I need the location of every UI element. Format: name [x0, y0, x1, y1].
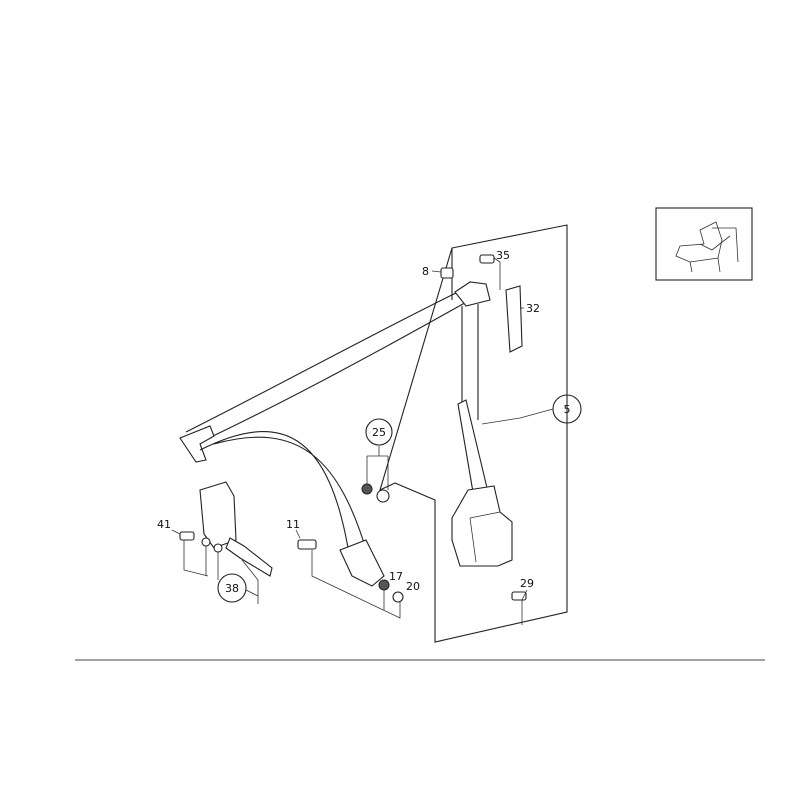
washer-20 — [392, 591, 404, 603]
callout-29: 29 — [520, 577, 534, 590]
retractor-belt — [457, 399, 489, 499]
lap-belt — [199, 431, 369, 561]
belt-guide — [454, 281, 491, 307]
callout-circle-38[interactable] — [217, 573, 247, 603]
lap-anchor — [339, 539, 385, 587]
callout-5[interactable]: 5 — [564, 403, 571, 416]
callout-25[interactable]: 25 — [372, 426, 386, 439]
buckle-stalk — [225, 537, 273, 577]
callout-8: 8 — [422, 265, 429, 278]
callout-circle-5[interactable] — [552, 394, 582, 424]
callout-20: 20 — [406, 580, 420, 593]
bracket-32 — [505, 285, 523, 353]
shoulder-belt — [185, 289, 471, 447]
retractor — [451, 485, 513, 567]
callout-41: 41 — [157, 518, 171, 531]
buckle — [199, 481, 237, 549]
callout-11: 11 — [286, 518, 300, 531]
callout-35: 35 — [496, 249, 510, 262]
seat-location-inset — [655, 207, 753, 281]
bolt-8 — [440, 267, 454, 279]
washer-17 — [378, 579, 390, 591]
callout-circle-25[interactable] — [365, 418, 393, 446]
nut-25 — [361, 483, 390, 503]
callout-38[interactable]: 38 — [225, 582, 239, 595]
bolt-35 — [479, 254, 495, 264]
bolt-11 — [297, 539, 317, 550]
callout-32: 32 — [526, 302, 540, 315]
bolt-29 — [511, 591, 527, 601]
callout-17: 17 — [389, 570, 403, 583]
upper-anchor — [179, 425, 215, 463]
mounting-panel — [379, 224, 568, 643]
